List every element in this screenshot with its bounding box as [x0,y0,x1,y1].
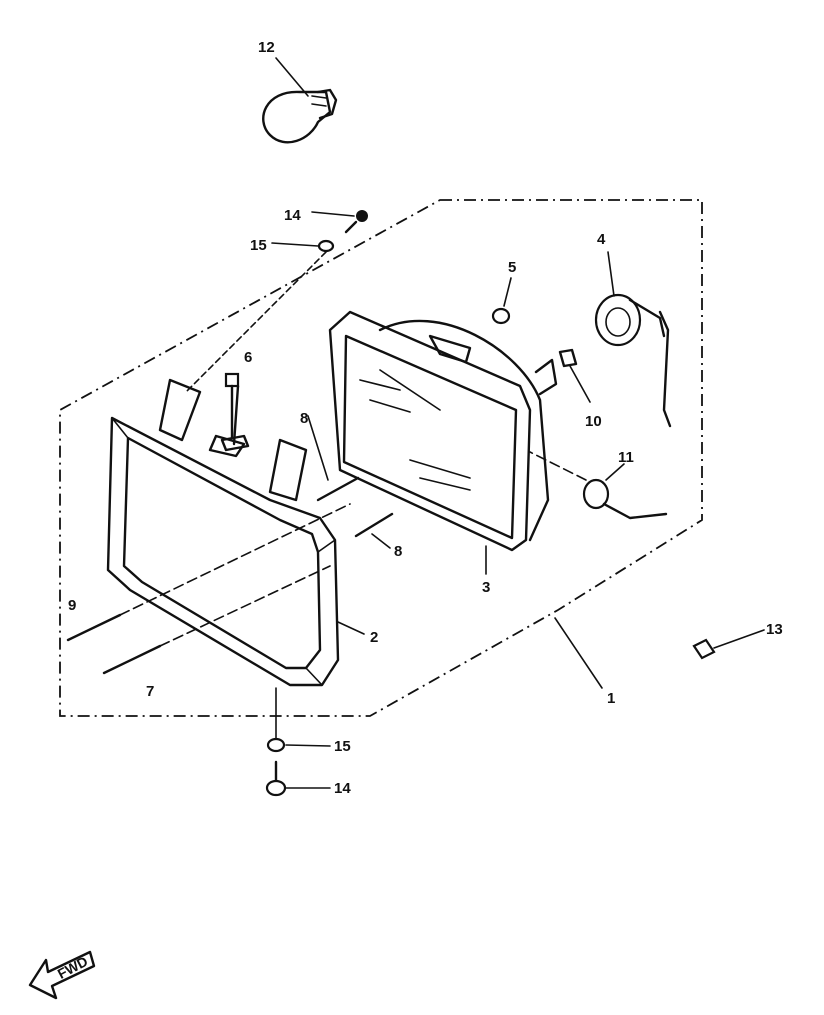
screw-part-6 [220,372,250,452]
callout-1: 1 [607,690,615,707]
bulb-part-12 [262,57,338,144]
socket-part-4 [594,251,672,428]
rim-part-2 [106,378,340,687]
grommet-part-5 [491,307,511,325]
callout-15-bottom: 15 [334,738,351,755]
screw-part-14-top [311,210,368,234]
screw-part-9 [66,503,351,642]
callout-3: 3 [482,579,490,596]
screw-part-14-bottom [265,760,331,797]
callout-14-top: 14 [284,207,301,224]
callout-12: 12 [258,39,275,56]
screw-part-7 [102,565,331,675]
screw-part-8-lower [354,512,394,549]
forward-arrow-label: FWD [55,953,91,982]
callout-14-bottom: 14 [334,780,351,797]
callout-8-upper: 8 [300,410,308,427]
washer-part-15-bottom [266,687,331,753]
sealed-beam-part-3 [328,310,558,552]
assembly-boundary [59,199,703,717]
callout-15-top: 15 [250,237,267,254]
forward-arrow-icon: FWD [28,950,96,1000]
callout-7: 7 [146,683,154,700]
small-bulb-part-13 [692,629,765,660]
position-socket-part-11 [529,451,668,520]
callout-4: 4 [597,231,606,248]
callout-8-lower: 8 [394,543,402,560]
callout-13: 13 [766,621,783,638]
callout-11: 11 [618,449,634,466]
callout-2: 2 [370,629,378,646]
callout-10: 10 [585,413,602,430]
callout-6: 6 [244,349,252,366]
callout-5: 5 [508,259,516,276]
bracket-part-10 [558,348,578,368]
screw-part-8-upper [307,415,360,502]
washer-part-15-top [185,239,335,393]
callout-9: 9 [68,597,76,614]
